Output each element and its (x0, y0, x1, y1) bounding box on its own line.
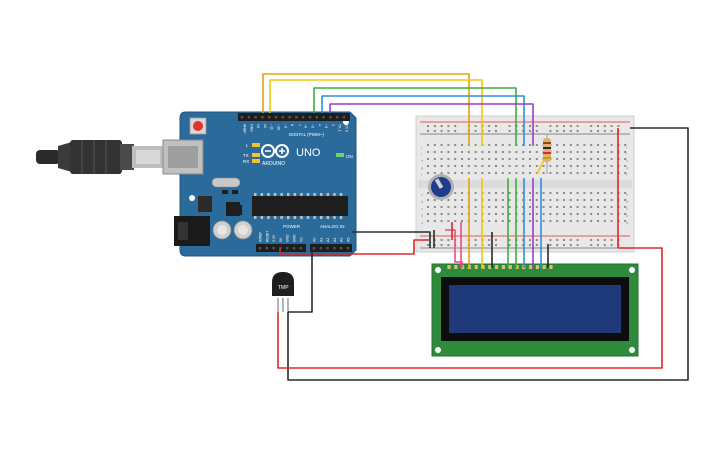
power-pin-label: IOREF (259, 232, 263, 242)
breadboard-row-label: c (626, 206, 628, 211)
analog-pin-label: A5 (347, 238, 351, 242)
lcd-pin[interactable] (535, 265, 539, 269)
tmp-sensor[interactable]: TMP (272, 272, 294, 312)
top-pin-label: ~6 (304, 124, 308, 128)
power-pin-label: 5V (279, 237, 283, 242)
lcd-pin[interactable] (542, 265, 546, 269)
top-pin-label: 13 (256, 124, 260, 128)
lcd-pin[interactable] (447, 265, 451, 269)
wire-yellow-short[interactable] (536, 159, 545, 175)
wires (262, 73, 689, 381)
arduino-logo-icon (261, 144, 289, 158)
board-model: UNO (296, 147, 321, 159)
breadboard-row-label: h (626, 158, 628, 163)
wire-black-outer[interactable] (287, 127, 689, 381)
led-label-tx: TX (243, 153, 249, 158)
led-label-l: L (246, 143, 249, 148)
breadboard-row-label: j (625, 144, 627, 149)
lcd-pin[interactable] (454, 265, 458, 269)
analog-pin-label: A3 (333, 238, 337, 242)
breadboard-row-label: f (421, 172, 423, 177)
breadboard-row-label: b (421, 213, 424, 218)
breadboard-row-label: f (626, 172, 628, 177)
digital-label: DIGITAL (PWM~) (289, 132, 324, 137)
top-pin-label: ~5 (311, 124, 315, 128)
wire-red-5v[interactable] (279, 239, 428, 255)
breadboard-row-label: d (626, 199, 628, 204)
top-pin-label: TX 1 (338, 124, 342, 132)
breadboard-row-label: j (420, 144, 422, 149)
breadboard-row-label: a (421, 220, 424, 225)
analog-label: ANALOG IN (320, 224, 345, 229)
breadboard-row-label: a (626, 220, 629, 225)
potentiometer[interactable] (428, 174, 454, 200)
wire-black-tmp[interactable] (288, 248, 313, 313)
top-pin-label: 7 (297, 124, 301, 126)
top-pin-label: ~3 (324, 124, 328, 128)
tmp-sensor-label: TMP (278, 285, 289, 291)
lcd-pin[interactable] (515, 265, 519, 269)
power-pin-label: GND (293, 234, 297, 242)
top-pin-label: AREF (243, 124, 247, 134)
power-pin-label: GND (286, 234, 290, 242)
on-led-label: ON (346, 154, 353, 159)
lcd-pin[interactable] (481, 265, 485, 269)
top-pin-label: 2 (331, 124, 335, 126)
analog-pin-label: A4 (340, 238, 344, 242)
breadboard-row-label: c (421, 206, 423, 211)
breadboard-row-label: i (421, 151, 422, 156)
top-pin-label: GND (249, 124, 253, 132)
lcd-pin[interactable] (488, 265, 492, 269)
breadboard-row-label: g (421, 165, 423, 170)
lcd-pin[interactable] (474, 265, 478, 269)
wire-black-gnd[interactable] (352, 231, 431, 248)
wire-yellow[interactable] (269, 79, 483, 146)
breadboard-row-label: h (421, 158, 423, 163)
wire-orange[interactable] (262, 73, 470, 146)
top-pin-label: RX 0 (345, 124, 349, 132)
usb-cable[interactable] (36, 140, 164, 174)
power-pin-label: 3.3V (272, 234, 276, 242)
wire-purple[interactable] (329, 103, 534, 146)
breadboard-row-label: e (421, 192, 424, 197)
analog-pin-label: A2 (326, 238, 330, 242)
power-pin-label: RESET (265, 231, 269, 242)
breadboard-row-label: d (421, 199, 423, 204)
lcd-screen (449, 285, 621, 333)
top-pin-label: ~10 (277, 124, 281, 130)
top-pin-label: 12 (263, 124, 267, 128)
lcd-pin[interactable] (501, 265, 505, 269)
lcd-pin[interactable] (549, 265, 553, 269)
wire-red-outer[interactable] (277, 247, 663, 369)
analog-pin-label: A0 (313, 238, 317, 242)
top-pin-label: ~9 (283, 124, 287, 128)
top-pin-label: 8 (290, 124, 294, 126)
resistor[interactable] (543, 134, 551, 174)
breadboard-row-label: e (626, 192, 629, 197)
lcd-pin[interactable] (508, 265, 512, 269)
wire-blue[interactable] (321, 95, 525, 146)
breadboard-row-label: g (626, 165, 628, 170)
top-pin-label: ~11 (270, 124, 274, 130)
led-label-rx: RX (243, 159, 249, 164)
breadboard-row-label: b (626, 213, 629, 218)
power-label: POWER (283, 224, 301, 229)
lcd-display[interactable] (431, 263, 639, 357)
power-pin-label: Vin (299, 237, 303, 242)
top-pin-label: 4 (317, 124, 321, 126)
wire-green[interactable] (313, 87, 517, 146)
board-brand: ARDUINO (262, 161, 285, 167)
lcd-pin[interactable] (529, 265, 533, 269)
analog-pin-label: A1 (319, 238, 323, 242)
breadboard-row-label: i (626, 151, 627, 156)
lcd-pin[interactable] (495, 265, 499, 269)
